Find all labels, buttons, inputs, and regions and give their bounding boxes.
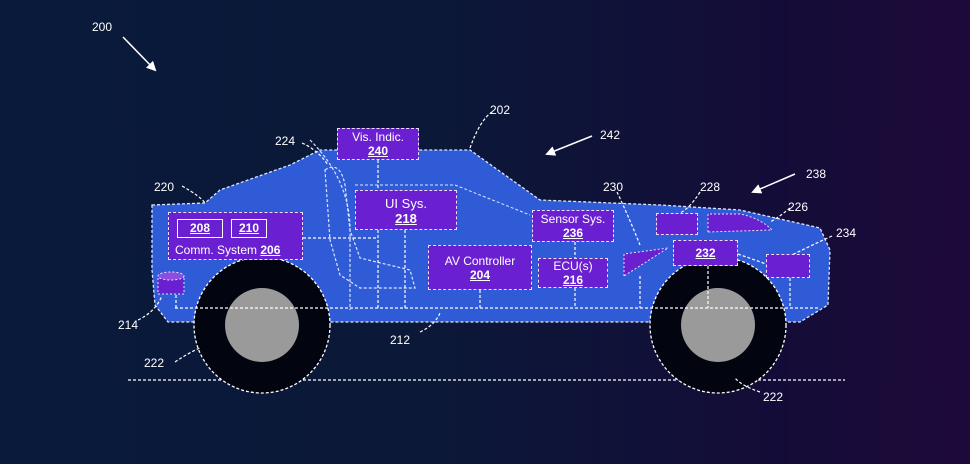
arrow-200 — [122, 36, 157, 72]
comm-subbox-208: 208 — [177, 219, 223, 238]
ref-234: 234 — [836, 226, 857, 240]
windshield-line — [309, 139, 351, 310]
ref-238: 238 — [806, 167, 827, 181]
comm-system-number: 206 — [260, 243, 281, 257]
ref-224: 224 — [275, 134, 296, 148]
seat-outline — [324, 166, 416, 289]
component-226-shape — [707, 213, 774, 233]
comm-system-caption: Comm. System 206 — [175, 243, 280, 257]
ref-202: 202 — [490, 103, 511, 117]
component-232-box: 232 — [673, 240, 738, 266]
ref-220: 220 — [154, 180, 175, 194]
sensor-system-label: Sensor Sys. — [540, 212, 606, 226]
comm-system-label: Comm. System — [175, 243, 258, 257]
component-234-box — [766, 254, 810, 278]
ref-226: 226 — [788, 200, 809, 214]
connection-lines — [175, 160, 791, 308]
av-controller-label: AV Controller — [444, 254, 516, 268]
ecu-box: ECU(s) 216 — [538, 258, 608, 288]
visual-indicator-box: Vis. Indic. 240 — [337, 128, 419, 160]
ui-system-number: 218 — [395, 211, 417, 226]
ref-200: 200 — [92, 20, 113, 34]
ui-system-box: UI Sys. 218 — [355, 190, 457, 230]
front-wheel-hub — [225, 288, 299, 362]
component-232-number: 232 — [695, 246, 716, 260]
roof-inner-line — [355, 184, 531, 216]
ref-228: 228 — [700, 180, 721, 194]
arrow-242 — [545, 135, 593, 156]
ui-system-label: UI Sys. — [385, 196, 427, 211]
ref-230: 230 — [603, 180, 624, 194]
vehicle-body — [151, 149, 831, 323]
component-230-triangle — [623, 247, 669, 277]
ref-214: 214 — [118, 318, 139, 332]
ecu-label: ECU(s) — [553, 259, 593, 273]
ref-212: 212 — [390, 333, 411, 347]
ref-242: 242 — [600, 128, 621, 142]
comm-system-box: 208 210 Comm. System 206 — [168, 212, 303, 260]
sensor-system-number: 236 — [562, 226, 584, 240]
comm-subbox-210: 210 — [231, 219, 267, 238]
av-controller-number: 204 — [469, 268, 491, 282]
visual-indicator-label: Vis. Indic. — [352, 130, 404, 144]
av-controller-box: AV Controller 204 — [428, 245, 532, 290]
arrow-238 — [751, 173, 796, 194]
rear-wheel-hub — [681, 288, 755, 362]
ref-222-front: 222 — [144, 356, 165, 370]
visual-indicator-number: 240 — [367, 144, 389, 158]
component-228-box — [656, 213, 698, 235]
ecu-number: 216 — [562, 273, 584, 287]
ref-222-rear: 222 — [763, 390, 784, 404]
battery-icon — [157, 271, 185, 295]
sensor-system-box: Sensor Sys. 236 — [532, 210, 614, 242]
